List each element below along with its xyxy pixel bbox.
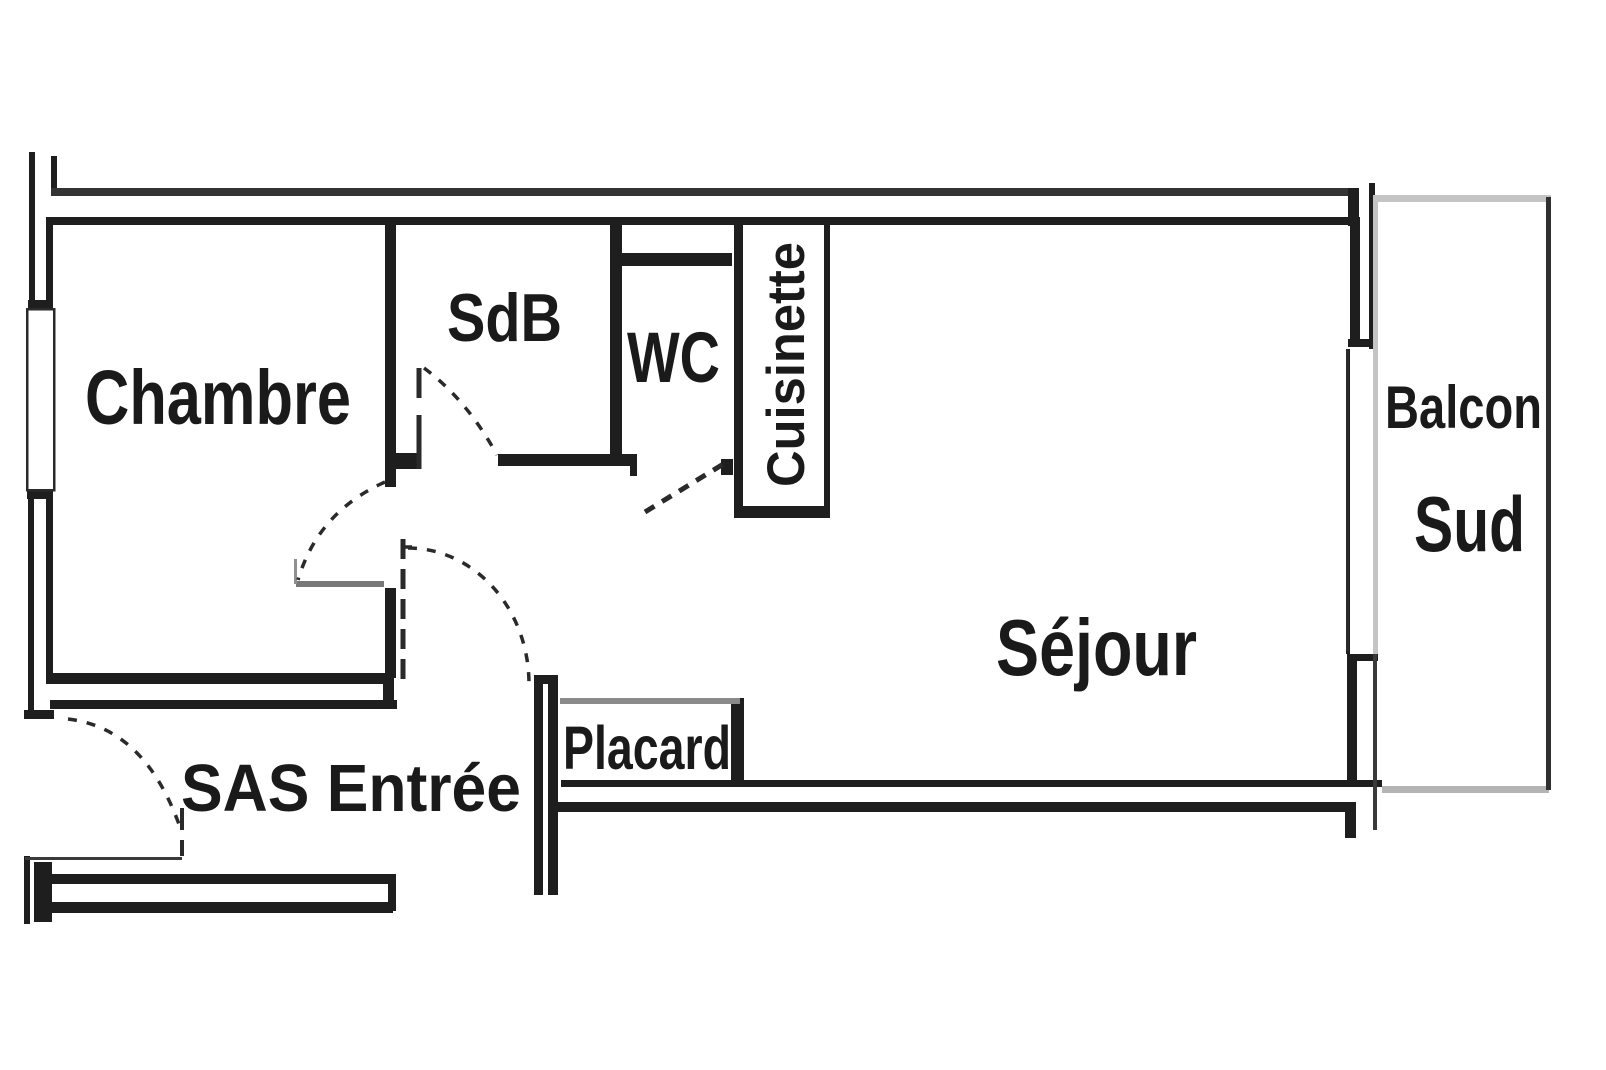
svg-text:SdB: SdB [447,280,562,356]
svg-text:Séjour: Séjour [996,603,1197,692]
svg-text:Chambre: Chambre [85,355,351,441]
svg-text:Placard: Placard [563,714,731,782]
svg-text:Balcon: Balcon [1385,374,1542,441]
svg-text:WC: WC [627,319,720,398]
svg-text:Cuisinette: Cuisinette [757,242,816,487]
svg-text:SAS Entrée: SAS Entrée [181,751,521,826]
svg-text:Sud: Sud [1414,480,1525,568]
